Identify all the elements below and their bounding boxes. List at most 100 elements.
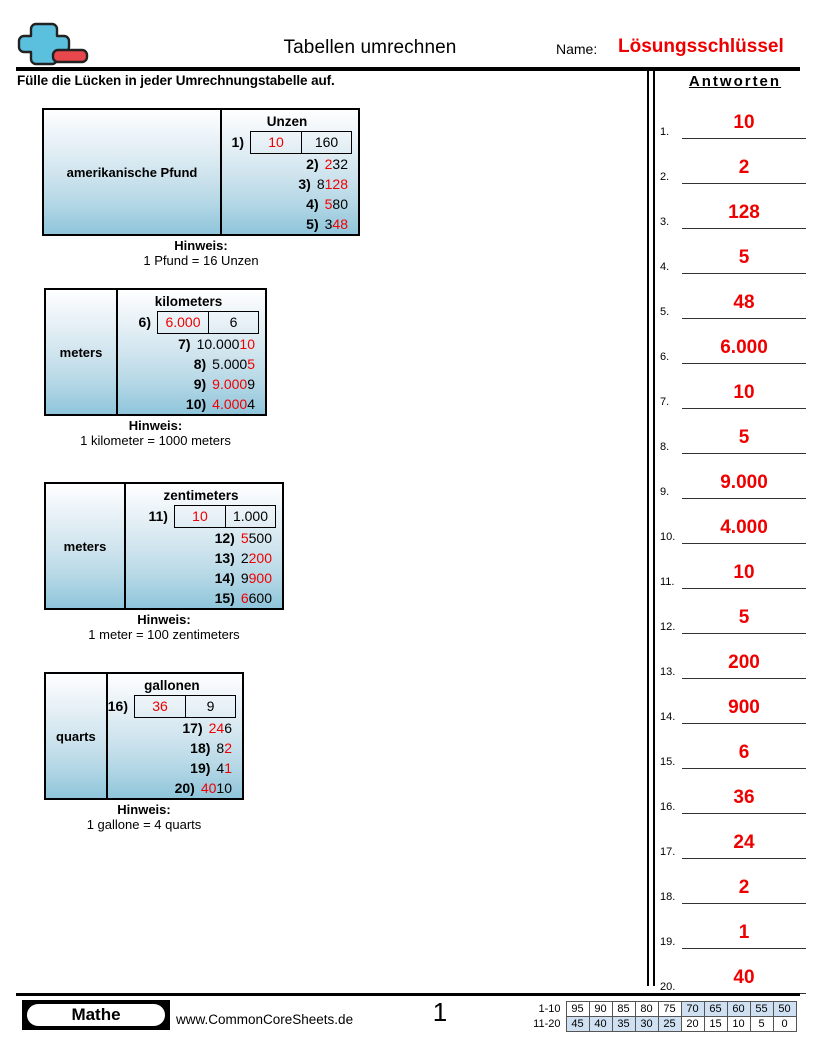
unit-label-cell: meters (46, 290, 118, 414)
value-left: 10.000 (196, 336, 240, 352)
conversion-values[interactable]: 9900 (241, 569, 272, 588)
answer-row: 17.24 (660, 814, 810, 859)
conversion-values[interactable]: 2200 (241, 549, 272, 568)
conversion-row: 17) 246 (108, 719, 236, 738)
answer-blank[interactable]: 24 (682, 829, 806, 859)
conversion-values[interactable]: 6600 (241, 589, 272, 608)
value-right: 128 (324, 176, 348, 192)
answer-blank[interactable]: 48 (682, 289, 806, 319)
conversion-values[interactable]: 41 (216, 759, 232, 778)
value-right: 5 (247, 356, 255, 372)
conversion-values[interactable]: 82 (216, 739, 232, 758)
conversion-values[interactable]: 5.0005 (212, 355, 255, 374)
score-cell: 0 (772, 1016, 797, 1032)
page-title: Tabellen umrechnen (283, 37, 457, 58)
score-cell: 85 (611, 1001, 636, 1017)
conversion-values[interactable]: 246 (209, 719, 232, 738)
answer-blank[interactable]: 128 (682, 199, 806, 229)
answer-value: 4.000 (720, 517, 768, 538)
answer-blank[interactable]: 5 (682, 244, 806, 274)
answer-blank[interactable]: 40 (682, 964, 806, 994)
answer-key-label: Lösungsschlüssel (618, 36, 784, 57)
hint-block: Hinweis:1 meter = 100 zentimeters (44, 612, 284, 642)
answer-number: 16. (660, 801, 676, 813)
row-index: 10) (185, 396, 207, 412)
answer-blank[interactable]: 9.000 (682, 469, 806, 499)
unit-label-cell: meters (46, 484, 126, 608)
conversion-row: 8)5.0005 (118, 355, 259, 374)
score-cell: 20 (680, 1016, 705, 1032)
conversion-values[interactable]: 8128 (317, 175, 348, 194)
row-index: 5) (306, 216, 319, 232)
value-left: 8 (216, 740, 225, 756)
answer-value: 36 (733, 787, 755, 808)
value-right: 1 (224, 760, 232, 776)
brand-label: Mathe (27, 1004, 165, 1026)
answer-blank[interactable]: 200 (682, 649, 806, 679)
value-left: 24 (208, 720, 225, 736)
answer-blank[interactable]: 5 (682, 424, 806, 454)
answer-value: 40 (733, 967, 755, 988)
row-index: 14) (214, 570, 235, 586)
answer-blank[interactable]: 1 (682, 919, 806, 949)
answer-value: 5 (738, 607, 750, 628)
answer-number: 9. (660, 486, 670, 498)
answer-blank[interactable]: 5 (682, 604, 806, 634)
conversion-row: 13)2200 (126, 549, 276, 568)
answer-number: 15. (660, 756, 676, 768)
value-right: 600 (248, 590, 272, 606)
conversion-row: 9)9.0009 (118, 375, 259, 394)
value-left: 5 (324, 196, 333, 212)
value-right: 10 (239, 336, 255, 352)
score-cell: 40 (588, 1016, 613, 1032)
answer-blank[interactable]: 2 (682, 154, 806, 184)
conversion-values[interactable]: 9.0009 (212, 375, 255, 394)
answer-number: 7. (660, 396, 670, 408)
value-left: 9 (240, 570, 249, 586)
answer-blank[interactable]: 10 (682, 109, 806, 139)
conversion-values[interactable]: 580 (325, 195, 348, 214)
conversion-row: 5) 348 (222, 215, 352, 234)
instructions-text: Fülle die Lücken in jeder Umrechnungstab… (17, 73, 335, 88)
answer-blank[interactable]: 900 (682, 694, 806, 724)
answer-value: 2 (738, 877, 750, 898)
conversion-row: 20)4010 (108, 779, 236, 798)
answer-number: 8. (660, 441, 670, 453)
answer-blank[interactable]: 6 (682, 739, 806, 769)
answer-blank[interactable]: 4.000 (682, 514, 806, 544)
value-right: 32 (332, 156, 348, 172)
value-right: 500 (248, 530, 272, 546)
conversion-values[interactable]: 5500 (241, 529, 272, 548)
conversion-values[interactable]: 4010 (201, 779, 232, 798)
answer-blank[interactable]: 10 (682, 559, 806, 589)
conversion-values[interactable]: 10.00010 (197, 335, 255, 354)
conversion-row: 19)41 (108, 759, 236, 778)
answer-blank[interactable]: 2 (682, 874, 806, 904)
conversion-values[interactable]: 4.0004 (212, 395, 255, 414)
example-answer-cell: 10 (192, 508, 208, 524)
answer-blank[interactable]: 36 (682, 784, 806, 814)
value-right: 900 (248, 570, 272, 586)
conversion-values[interactable]: 232 (325, 155, 348, 174)
answer-number: 10. (660, 531, 676, 543)
hint-label: Hinweis: (128, 418, 183, 433)
hint-block: Hinweis:1 kilometer = 1000 meters (44, 418, 267, 448)
row-index: 17) (182, 720, 203, 736)
conversion-values[interactable]: 348 (325, 215, 348, 234)
answer-blank[interactable]: 10 (682, 379, 806, 409)
value-left: 2 (240, 550, 249, 566)
answer-value: 6 (738, 742, 750, 763)
answer-value: 10 (733, 382, 755, 403)
answer-number: 11. (660, 576, 675, 588)
answer-blank[interactable]: 6.000 (682, 334, 806, 364)
row-index: 3) (298, 176, 311, 192)
score-cell: 65 (703, 1001, 728, 1017)
answer-value: 5 (738, 247, 750, 268)
